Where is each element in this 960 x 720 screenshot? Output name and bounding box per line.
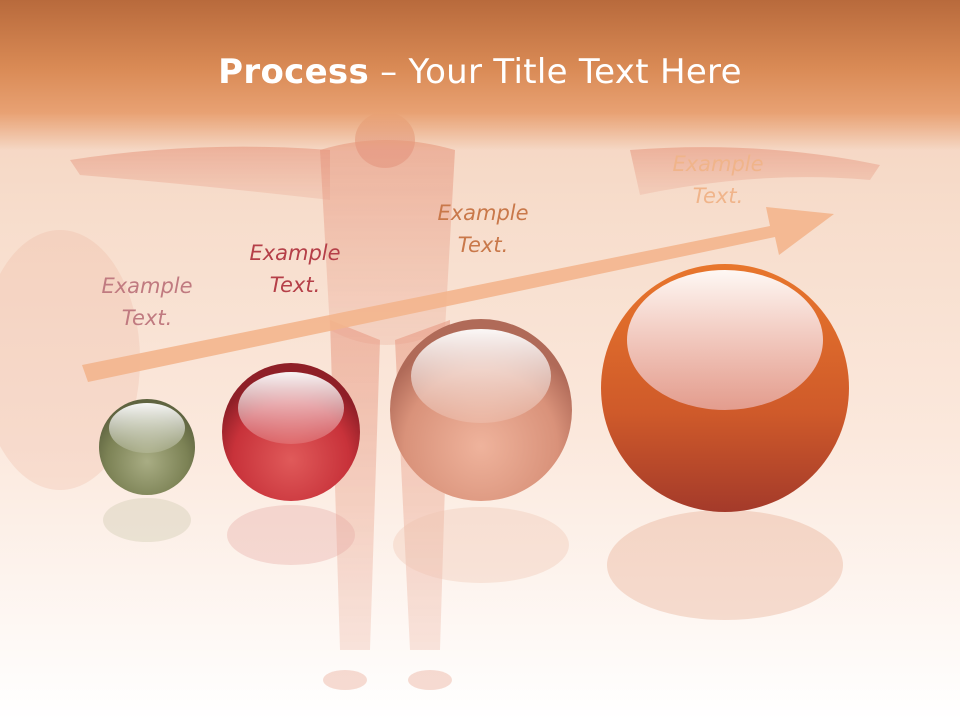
example-text-2[interactable]: Example Text. — [225, 237, 365, 301]
sphere-4 — [601, 264, 849, 512]
label-line2: Text. — [457, 233, 509, 257]
sphere-3 — [390, 319, 572, 501]
example-text-3[interactable]: Example Text. — [413, 197, 553, 261]
label-line1: Example — [672, 152, 764, 176]
label-line2: Text. — [692, 184, 744, 208]
label-line1: Example — [437, 201, 529, 225]
label-line2: Text. — [269, 273, 321, 297]
label-line1: Example — [101, 274, 193, 298]
example-text-1[interactable]: Example Text. — [77, 270, 217, 334]
progress-arrow — [82, 207, 834, 382]
example-text-4[interactable]: Example Text. — [648, 148, 788, 212]
slide-title[interactable]: Process – Your Title Text Here — [0, 52, 960, 92]
sphere-2 — [222, 363, 360, 501]
title-bar — [0, 0, 960, 150]
sphere-reflections — [103, 498, 843, 620]
sphere-1 — [99, 399, 195, 495]
label-line1: Example — [249, 241, 341, 265]
title-rest: Your Title Text Here — [408, 52, 742, 92]
label-line2: Text. — [121, 306, 173, 330]
title-bold: Process — [218, 52, 370, 92]
title-dash: – — [369, 52, 409, 92]
